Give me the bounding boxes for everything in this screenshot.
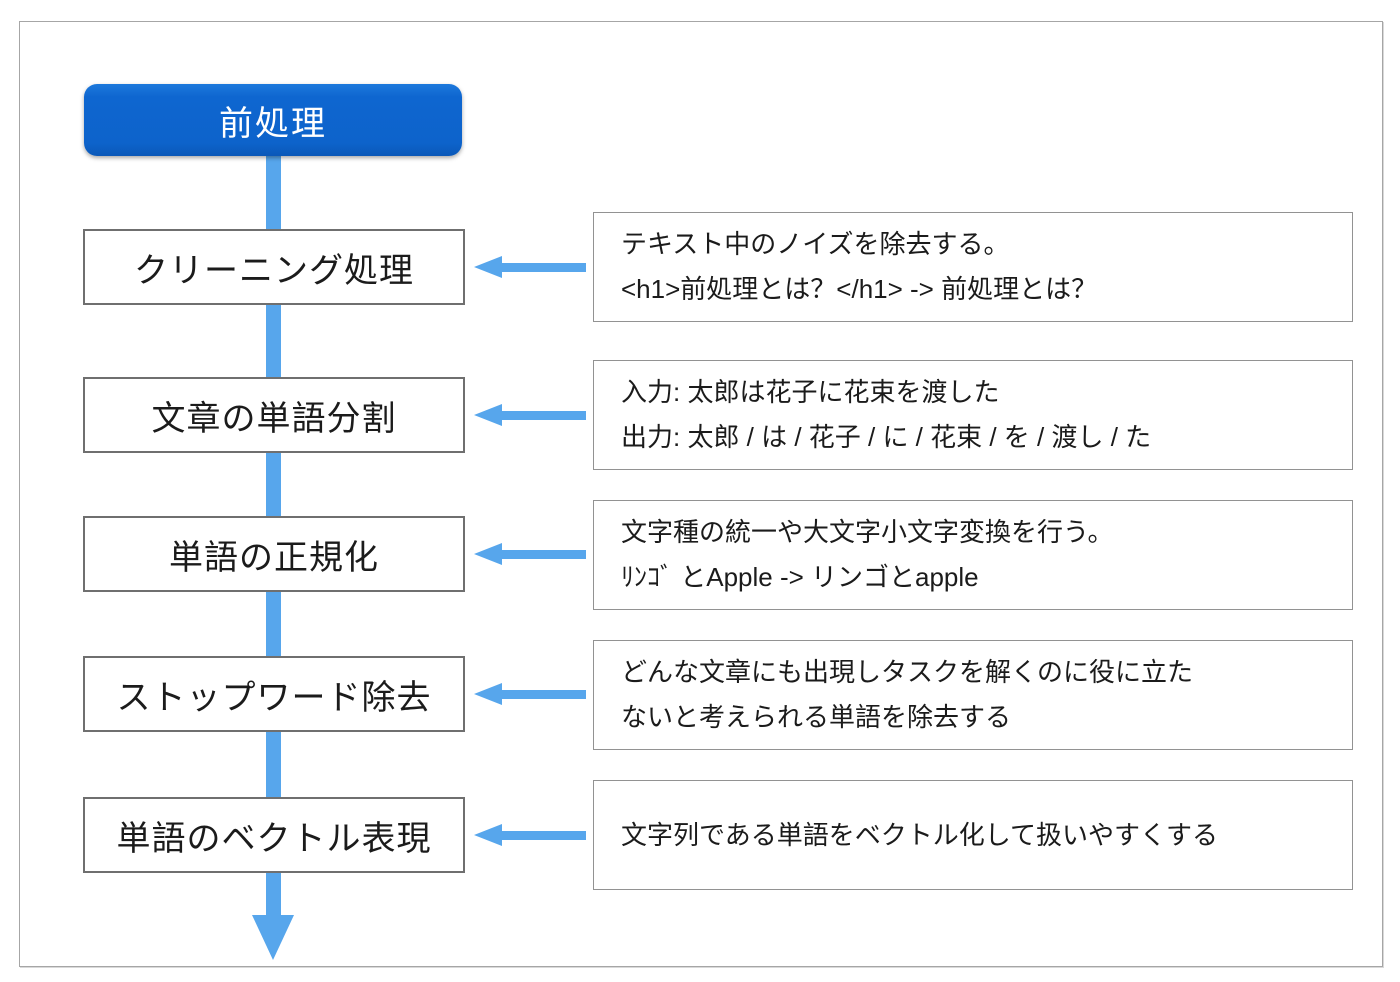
note-line: 入力: 太郎は花子に花束を渡した (621, 377, 1000, 407)
note-line: ﾘﾝｺﾞ とApple -> リンゴとapple (621, 562, 979, 592)
left-arrow-shaft (500, 830, 586, 840)
left-arrow-shaft (500, 262, 586, 272)
note-line: 出力: 太郎 / は / 花子 / に / 花束 / を / 渡し / た (621, 422, 1152, 452)
left-arrow-shaft (500, 689, 586, 699)
process-title: 前処理 (219, 104, 327, 143)
note-line: 文字種の統一や大文字小文字変換を行う。 (621, 517, 1114, 547)
step-label-stopword-removal: ストップワード除去 (116, 678, 432, 717)
step-box-cleaning: クリーニング処理 (83, 229, 465, 305)
note-line: <h1>前処理とは？</h1> -> 前処理とは？ (621, 274, 1098, 304)
left-arrowhead-icon (474, 683, 502, 705)
note-box-normalization: 文字種の統一や大文字小文字変換を行う。 ﾘﾝｺﾞ とApple -> リンゴとa… (593, 500, 1353, 610)
left-arrow-icon (474, 404, 586, 426)
step-box-word-vectorization: 単語のベクトル表現 (83, 797, 465, 873)
left-arrow-shaft (500, 410, 586, 420)
step-label-tokenization: 文章の単語分割 (151, 399, 397, 438)
left-arrow-shaft (500, 549, 586, 559)
note-line: どんな文章にも出現しタスクを解くのに役に立た (621, 657, 1194, 687)
note-box-cleaning: テキスト中のノイズを除去する。 <h1>前処理とは？</h1> -> 前処理とは… (593, 212, 1353, 322)
note-box-stopword-removal: どんな文章にも出現しタスクを解くのに役に立た ないと考えられる単語を除去する (593, 640, 1353, 750)
left-arrow-icon (474, 683, 586, 705)
left-arrowhead-icon (474, 404, 502, 426)
left-arrowhead-icon (474, 824, 502, 846)
step-box-tokenization: 文章の単語分割 (83, 377, 465, 453)
step-box-stopword-removal: ストップワード除去 (83, 656, 465, 732)
flow-diagram-canvas: 前処理 クリーニング処理 テキスト中のノイズを除去する。 <h1>前処理とは？<… (19, 21, 1383, 967)
left-arrow-icon (474, 256, 586, 278)
left-arrowhead-icon (474, 256, 502, 278)
process-title-box: 前処理 (84, 84, 462, 156)
note-line: ないと考えられる単語を除去する (621, 702, 1012, 732)
down-arrowhead-icon (252, 915, 294, 960)
left-arrow-icon (474, 824, 586, 846)
note-line: 文字列である単語をベクトル化して扱いやすくする (621, 819, 1218, 850)
step-label-word-vectorization: 単語のベクトル表現 (116, 819, 432, 858)
step-label-cleaning: クリーニング処理 (134, 251, 414, 290)
note-box-word-vectorization: 文字列である単語をベクトル化して扱いやすくする (593, 780, 1353, 890)
left-arrow-icon (474, 543, 586, 565)
note-line: テキスト中のノイズを除去する。 (621, 229, 1010, 259)
step-label-normalization: 単語の正規化 (169, 538, 379, 577)
note-box-tokenization: 入力: 太郎は花子に花束を渡した 出力: 太郎 / は / 花子 / に / 花… (593, 360, 1353, 470)
step-box-normalization: 単語の正規化 (83, 516, 465, 592)
left-arrowhead-icon (474, 543, 502, 565)
